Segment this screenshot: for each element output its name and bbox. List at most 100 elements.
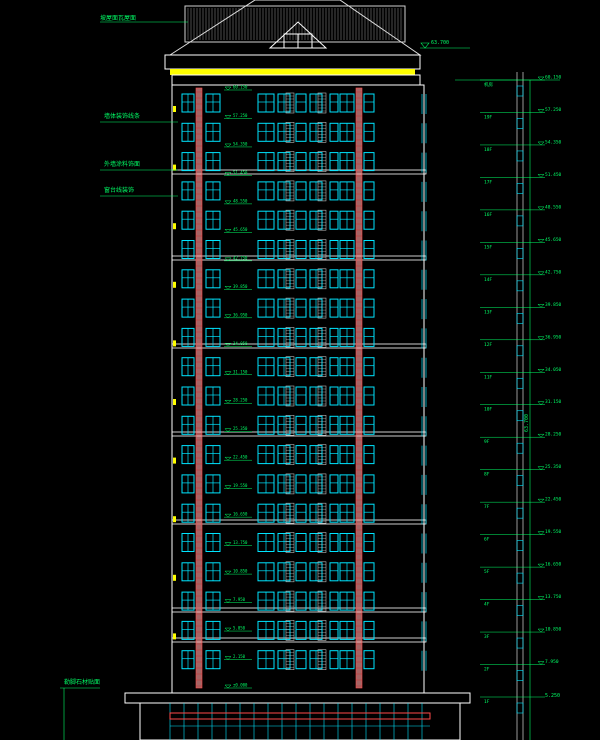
window (295, 298, 307, 318)
louver-panel (285, 649, 295, 671)
inner-level-label: 54.350 (233, 141, 248, 146)
right-floor-label: 4F (484, 602, 490, 608)
right-level-elevation: 16.650 (545, 562, 562, 568)
window (329, 445, 339, 465)
right-level-triangle (537, 271, 545, 276)
window (295, 93, 307, 113)
right-dim-total: 63.700 (524, 414, 530, 432)
window (295, 210, 307, 230)
balcony-marker (173, 574, 176, 581)
window (329, 269, 339, 289)
inner-level-label: 16.650 (233, 512, 248, 517)
window (363, 93, 375, 113)
window (363, 474, 375, 494)
window (329, 122, 339, 142)
roof-yellow-band (170, 69, 415, 75)
inner-level-label: 39.850 (233, 284, 248, 289)
red-strip-1 (355, 87, 363, 689)
window (329, 181, 339, 201)
inner-level-triangle (224, 286, 232, 290)
louver-panel (317, 327, 327, 348)
right-level-elevation: 45.650 (545, 237, 562, 243)
window (329, 327, 339, 347)
right-level-elevation: 19.550 (545, 529, 562, 535)
window (295, 445, 307, 465)
inner-level-triangle (224, 115, 232, 119)
right-level-elevation: 57.250 (545, 107, 562, 113)
right-floor-label: 7F (484, 504, 490, 510)
right-level-window (516, 572, 524, 584)
window (329, 357, 339, 377)
louver-panel (317, 414, 327, 436)
left-callouts: 坡屋面瓦屋面 墙体装饰线条 外墙涂料饰面 窗台线装饰 勒脚石材贴面 (60, 14, 188, 740)
balcony-marker (173, 106, 176, 112)
window (329, 474, 339, 494)
louver-panel (285, 239, 295, 260)
red-column-strips (195, 87, 363, 689)
window (295, 591, 307, 611)
inner-level-triangle (224, 599, 232, 603)
inner-level-label: 28.250 (233, 398, 248, 403)
louver-panel (317, 620, 327, 641)
right-floor-label: 9F (484, 439, 490, 445)
right-level-elevation: 34.050 (545, 367, 562, 373)
right-level-triangle (537, 76, 545, 81)
inner-level-triangle (224, 513, 232, 518)
right-level-triangle (537, 206, 545, 211)
right-level-elevation: 42.750 (545, 269, 562, 275)
right-floor-label: 10F (484, 407, 492, 413)
louver-panel (285, 356, 295, 378)
inner-level-label: 36.950 (233, 312, 248, 317)
callout-1: 墙体装饰线条 (104, 112, 140, 120)
window (363, 562, 375, 582)
louver-panel (285, 385, 295, 407)
right-floor-label: 18F (484, 147, 492, 153)
window (329, 210, 339, 230)
window (363, 269, 375, 289)
louver-panel (285, 620, 295, 641)
right-floor-label: 13F (484, 309, 492, 315)
right-level-triangle (537, 531, 545, 535)
louver-panel (317, 502, 327, 524)
right-floor-label: 16F (484, 212, 492, 218)
right-level-window (516, 507, 524, 519)
window (363, 298, 375, 318)
window (295, 240, 307, 259)
inner-elevation-labels: 60.15057.25054.35051.45048.55045.65042.7… (224, 85, 252, 689)
right-level-elevation: 22.450 (545, 497, 562, 503)
right-level-triangle (537, 304, 545, 308)
window (363, 327, 375, 347)
right-floor-label: 11F (484, 374, 492, 380)
inner-level-label: 7.950 (233, 597, 246, 602)
inner-level-triangle (224, 570, 232, 575)
louver-panel (285, 297, 295, 319)
louver-panel (285, 444, 295, 465)
right-level-window (516, 475, 524, 486)
right-floor-label: 14F (484, 277, 492, 283)
top-elevation-label: 63.700 (431, 40, 449, 46)
callout-0: 坡屋面瓦屋面 (100, 14, 136, 22)
roof (164, 0, 422, 86)
window (363, 533, 375, 552)
window (329, 93, 339, 113)
right-level-elevation: 54.350 (545, 139, 562, 145)
inner-level-label: 22.450 (233, 455, 248, 460)
window (329, 386, 339, 406)
inner-level-label: 45.650 (233, 227, 248, 232)
right-level-elevation: 36.950 (545, 334, 562, 340)
inner-level-label: 31.150 (233, 369, 248, 374)
louver-panel (285, 532, 295, 553)
louver-panel (317, 239, 327, 260)
window (363, 240, 375, 259)
inner-level-triangle (224, 257, 232, 262)
inner-level-label: ±0.000 (233, 683, 248, 688)
right-level-triangle (537, 141, 545, 146)
louver-panel (285, 122, 295, 143)
window (329, 562, 339, 582)
louver-panel (317, 532, 327, 553)
balcony-marker (173, 457, 176, 464)
inner-level-triangle (224, 656, 232, 660)
right-level-window (516, 280, 524, 292)
louver-panel (285, 151, 295, 172)
